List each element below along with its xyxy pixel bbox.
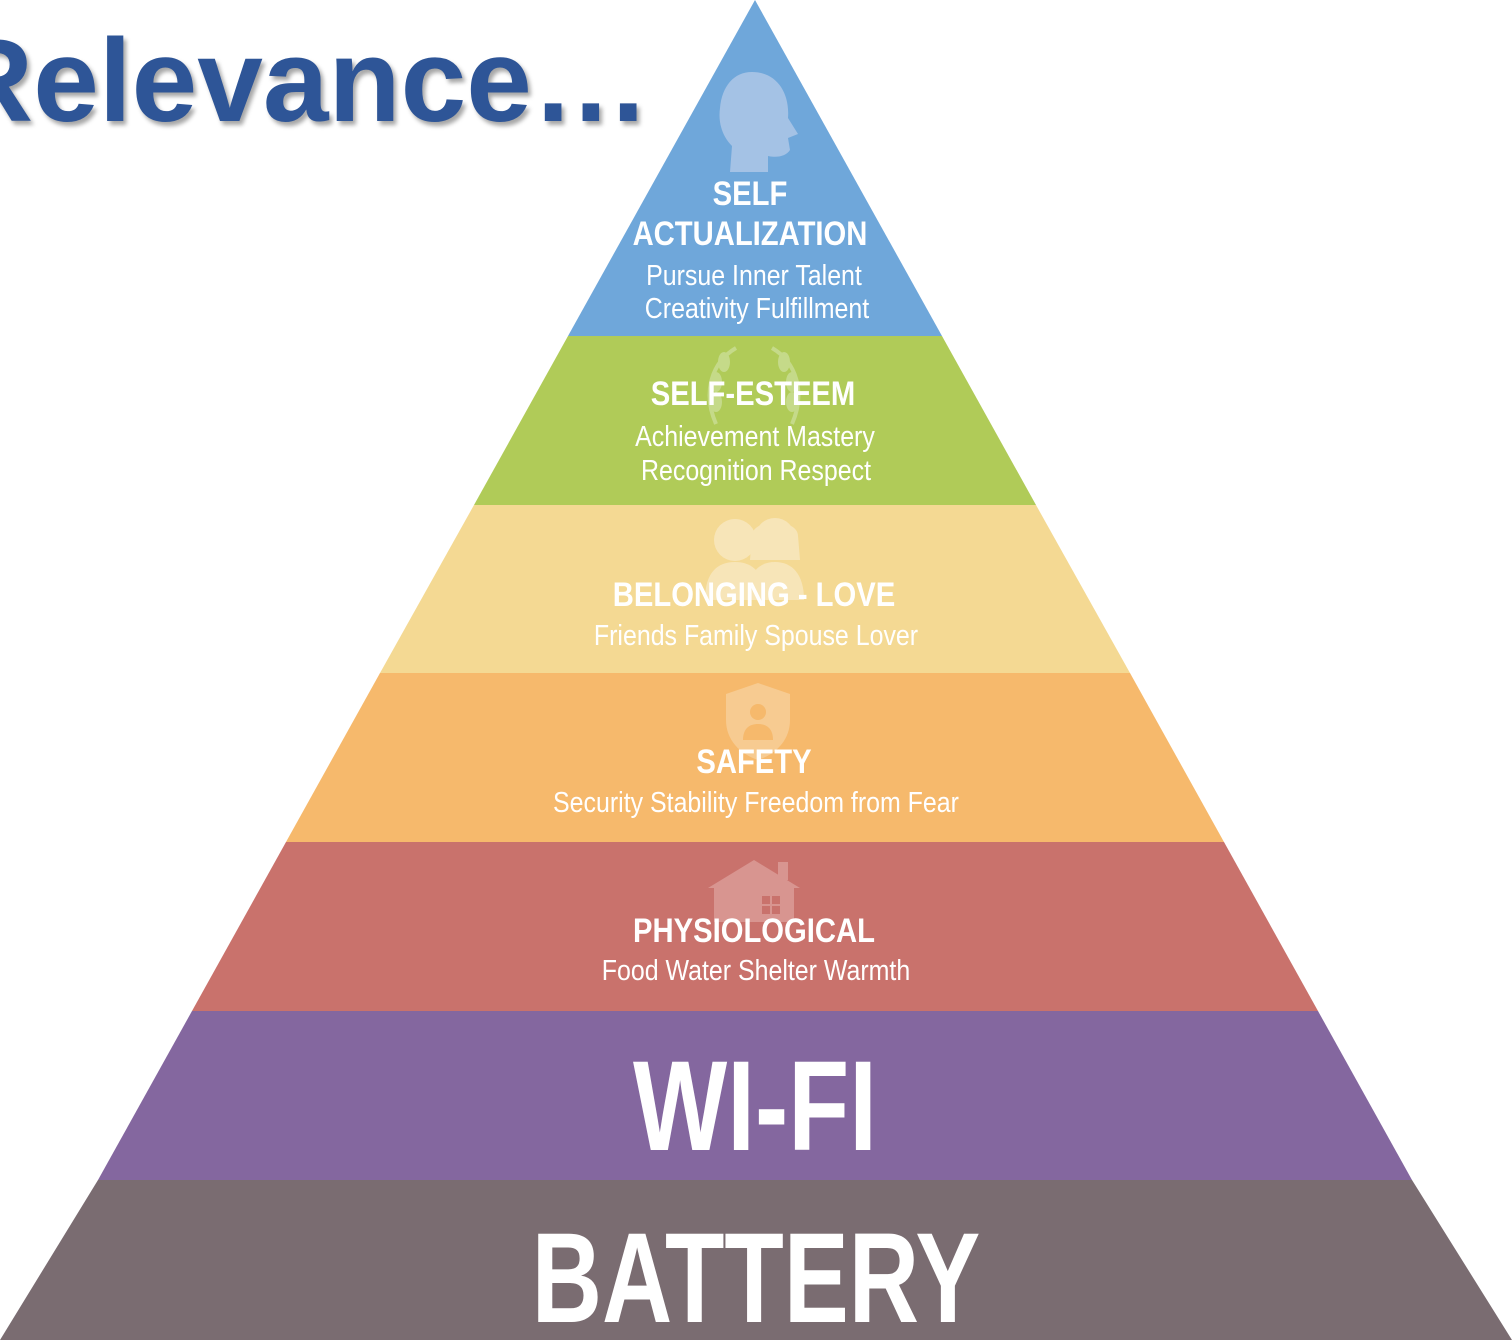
- level-self-esteem-band: [474, 336, 1036, 505]
- level-self-actualization: SELF ACTUALIZATION Pursue Inner Talent C…: [568, 0, 942, 336]
- level-heading: ACTUALIZATION: [633, 214, 868, 253]
- level-physiological: PHYSIOLOGICAL Food Water Shelter Warmth: [192, 842, 1318, 1011]
- level-description: Friends Family Spouse Lover: [594, 619, 918, 651]
- couple-icon: [705, 518, 804, 600]
- level-wifi-band: [98, 1011, 1412, 1180]
- level-wifi: WI-FI: [98, 1011, 1412, 1180]
- level-heading: SELF: [713, 174, 788, 213]
- level-heading-large: BATTERY: [532, 1207, 981, 1340]
- level-description: Food Water Shelter Warmth: [602, 954, 910, 986]
- shield-person-icon: [726, 683, 790, 760]
- level-battery-band: [0, 1180, 1512, 1340]
- level-belonging-love: BELONGING - LOVE Friends Family Spouse L…: [380, 505, 1130, 673]
- level-description: Achievement Mastery: [635, 420, 875, 452]
- level-self-esteem: SELF-ESTEEM Achievement Mastery Recognit…: [474, 336, 1036, 505]
- head-silhouette-icon: [719, 72, 798, 172]
- level-description: Security Stability Freedom from Fear: [553, 786, 959, 818]
- level-heading: SELF-ESTEEM: [651, 374, 856, 413]
- level-heading: BELONGING - LOVE: [613, 575, 895, 614]
- level-description: Pursue Inner Talent: [646, 259, 862, 291]
- slide-title: Relevance…: [0, 15, 650, 147]
- level-description: Creativity Fulfillment: [645, 292, 870, 324]
- level-safety: SAFETY Security Stability Freedom from F…: [286, 673, 1224, 842]
- laurel-wreath-icon: [707, 346, 801, 425]
- level-heading-large: WI-FI: [633, 1035, 877, 1178]
- level-heading: PHYSIOLOGICAL: [633, 911, 875, 950]
- level-physiological-band: [192, 842, 1318, 1011]
- house-icon: [708, 860, 800, 922]
- level-heading: SAFETY: [696, 742, 811, 781]
- level-description: Recognition Respect: [641, 454, 871, 486]
- level-battery: BATTERY: [0, 1180, 1512, 1340]
